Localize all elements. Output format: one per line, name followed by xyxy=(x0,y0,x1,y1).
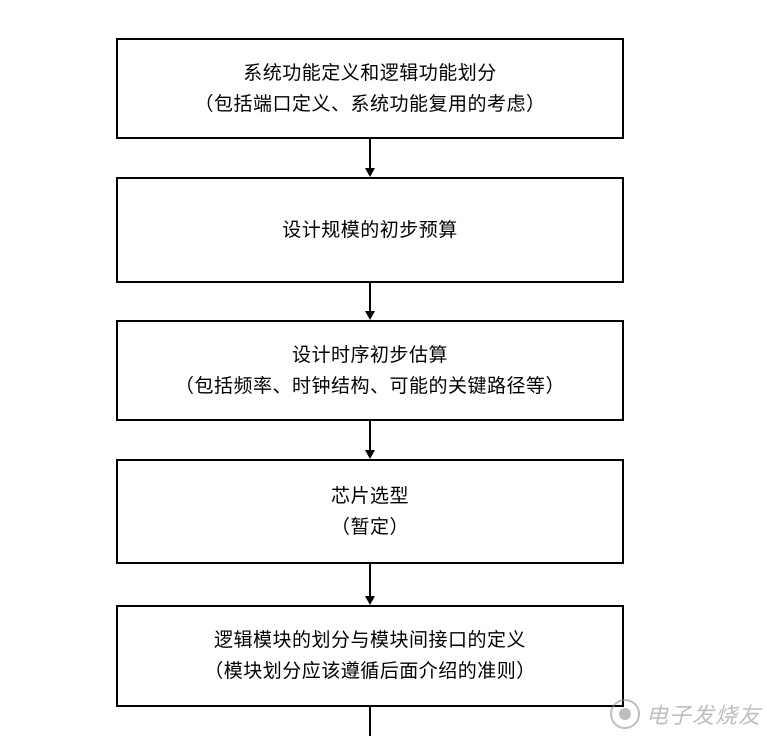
arrow-2-shaft xyxy=(369,283,371,312)
arrow-down-icon xyxy=(365,168,375,177)
step-1-title: 系统功能定义和逻辑功能划分 xyxy=(243,61,497,84)
watermark: 电子发烧友 xyxy=(609,698,761,730)
arrow-down-icon xyxy=(365,311,375,320)
flowchart-step-1: 系统功能定义和逻辑功能划分 （包括端口定义、系统功能复用的考虑） xyxy=(116,38,624,139)
flow-arrow-2 xyxy=(365,283,375,320)
step-5-subtitle: （模块划分应该遵循后面介绍的准则） xyxy=(204,660,536,682)
flowchart-step-5: 逻辑模块的划分与模块间接口的定义 （模块划分应该遵循后面介绍的准则） xyxy=(116,605,624,707)
step-4-title: 芯片选型 xyxy=(330,484,409,507)
flow-arrow-3 xyxy=(365,421,375,459)
arrow-3-shaft xyxy=(369,421,371,451)
step-1-subtitle: （包括端口定义、系统功能复用的考虑） xyxy=(194,92,546,115)
step-5-title: 逻辑模块的划分与模块间接口的定义 xyxy=(213,629,526,651)
arrow-down-icon xyxy=(365,450,375,459)
step-3-subtitle: （包括频率、时钟结构、可能的关键路径等） xyxy=(174,374,565,397)
step-4-subtitle: （暂定） xyxy=(330,515,409,538)
flow-continuation-line xyxy=(369,707,371,736)
logo-circle-icon xyxy=(609,699,640,729)
flowchart-step-3: 设计时序初步估算 （包括频率、时钟结构、可能的关键路径等） xyxy=(116,320,624,421)
flow-arrow-4 xyxy=(365,564,375,605)
watermark-text: 电子发烧友 xyxy=(645,704,761,729)
arrow-4-shaft xyxy=(369,564,371,597)
flow-arrow-1 xyxy=(365,139,375,177)
step-2-title: 设计规模的初步预算 xyxy=(282,218,458,241)
flowchart-step-4: 芯片选型 （暂定） xyxy=(116,459,624,564)
arrow-1-shaft xyxy=(369,139,371,169)
flowchart-step-2: 设计规模的初步预算 xyxy=(116,177,624,283)
step-3-title: 设计时序初步估算 xyxy=(291,343,448,366)
arrow-down-icon xyxy=(365,596,375,605)
